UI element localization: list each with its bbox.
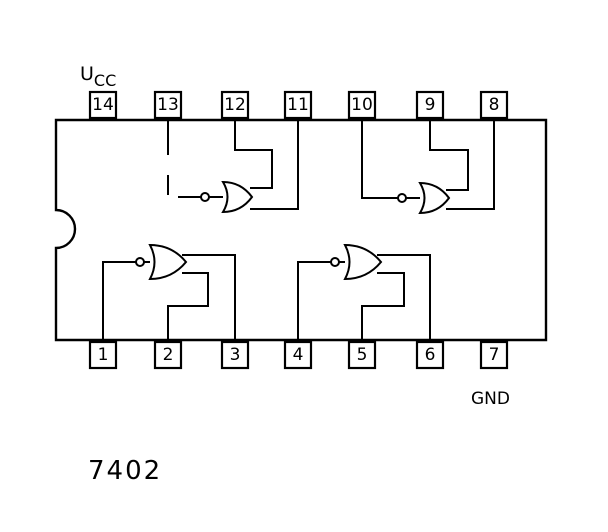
svg-text:10: 10	[351, 95, 373, 115]
pin-2: 2	[153, 340, 183, 370]
vcc-label: UCC	[80, 63, 116, 90]
pin-11: 11	[283, 90, 313, 120]
pin-5: 5	[347, 340, 377, 370]
svg-text:3: 3	[230, 345, 241, 365]
pin-10: 10	[347, 90, 377, 120]
nor-gate-top-left	[178, 120, 299, 214]
svg-text:11: 11	[287, 95, 309, 115]
nor-gate-bottom-right	[297, 243, 431, 340]
svg-text:13: 13	[157, 95, 179, 115]
pin-13: 13	[153, 90, 183, 120]
svg-text:8: 8	[489, 95, 500, 115]
svg-text:9: 9	[425, 95, 436, 115]
svg-text:1: 1	[98, 345, 109, 365]
pin-7: 7	[479, 340, 509, 370]
pin-14: 14	[88, 90, 118, 120]
svg-text:4: 4	[293, 345, 304, 365]
svg-text:6: 6	[425, 345, 436, 365]
part-number: 7402	[88, 456, 162, 486]
pin-8: 8	[479, 90, 509, 120]
nor-gate-top-right	[361, 120, 495, 215]
nor-gate-bottom-left	[102, 243, 236, 340]
bottom-pin-row: 1 2 3 4 5 6 7	[88, 340, 509, 370]
svg-text:14: 14	[92, 95, 114, 115]
gnd-label: GND	[471, 389, 510, 409]
pin-4: 4	[283, 340, 313, 370]
chip-body	[54, 118, 548, 342]
svg-text:5: 5	[357, 345, 368, 365]
svg-text:7: 7	[489, 345, 500, 365]
pin-12: 12	[220, 90, 250, 120]
svg-text:12: 12	[224, 95, 246, 115]
top-pin-row: 14 13 12 11 10 9 8	[88, 90, 509, 120]
pin-6: 6	[415, 340, 445, 370]
pin-3: 3	[220, 340, 250, 370]
pin-9: 9	[415, 90, 445, 120]
pin-1: 1	[88, 340, 118, 370]
svg-text:2: 2	[163, 345, 174, 365]
